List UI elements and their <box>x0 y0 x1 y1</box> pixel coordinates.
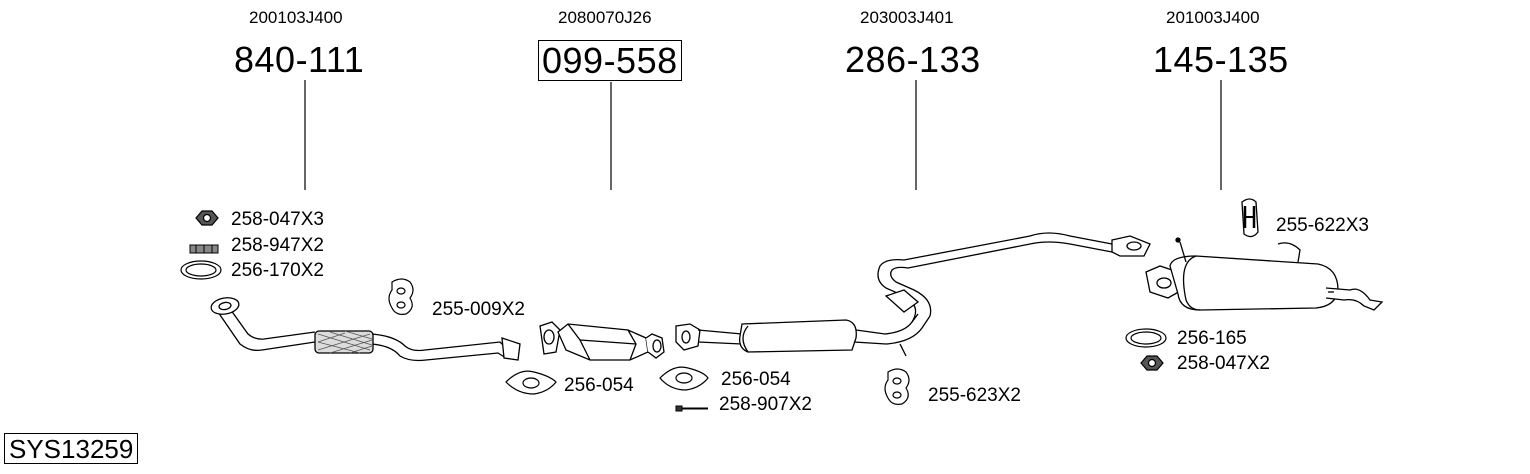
part-number-highlighted: 099-558 <box>538 40 682 81</box>
hanger-h-icon <box>1241 198 1259 238</box>
nut-icon <box>195 210 219 226</box>
oem-number: 2080070J26 <box>558 8 652 27</box>
catalytic-converter <box>539 321 665 361</box>
rubber-hanger-icon <box>884 368 910 405</box>
part-number: 840-111 <box>234 39 365 80</box>
accessory-label: 255-622X3 <box>1276 215 1369 236</box>
oem-number: 203003J401 <box>860 8 954 27</box>
nut-icon <box>1140 355 1164 371</box>
oem-number: 201003J400 <box>1166 8 1260 27</box>
system-id-badge: SYS13259 <box>4 433 139 464</box>
gasket-icon <box>1125 328 1167 348</box>
accessory-label: 258-947X2 <box>231 235 324 256</box>
accessory-label: 256-170X2 <box>231 260 324 281</box>
bolt-icon <box>675 405 708 412</box>
accessory-label: 258-907X2 <box>719 394 812 415</box>
accessory-label: 258-047X3 <box>231 209 324 230</box>
rubber-hanger-icon <box>388 278 414 315</box>
part-number: 286-133 <box>845 39 981 80</box>
clamp-icon <box>189 244 219 254</box>
oem-number: 200103J400 <box>249 8 343 27</box>
accessory-label: 258-047X2 <box>1177 353 1270 374</box>
part-number: 145-135 <box>1153 39 1289 80</box>
front-pipe <box>210 297 521 362</box>
accessory-label: 255-009X2 <box>432 299 525 320</box>
accessory-label: 256-054 <box>564 375 634 396</box>
gasket-icon <box>180 260 222 280</box>
flange-gasket-icon <box>505 370 557 395</box>
accessory-label: 255-623X2 <box>928 385 1021 406</box>
flange-gasket-icon <box>659 366 709 391</box>
accessory-label: 256-054 <box>721 369 791 390</box>
rear-silencer <box>1145 237 1384 311</box>
middle-pipe <box>675 232 1151 357</box>
accessory-label: 256-165 <box>1177 328 1247 349</box>
